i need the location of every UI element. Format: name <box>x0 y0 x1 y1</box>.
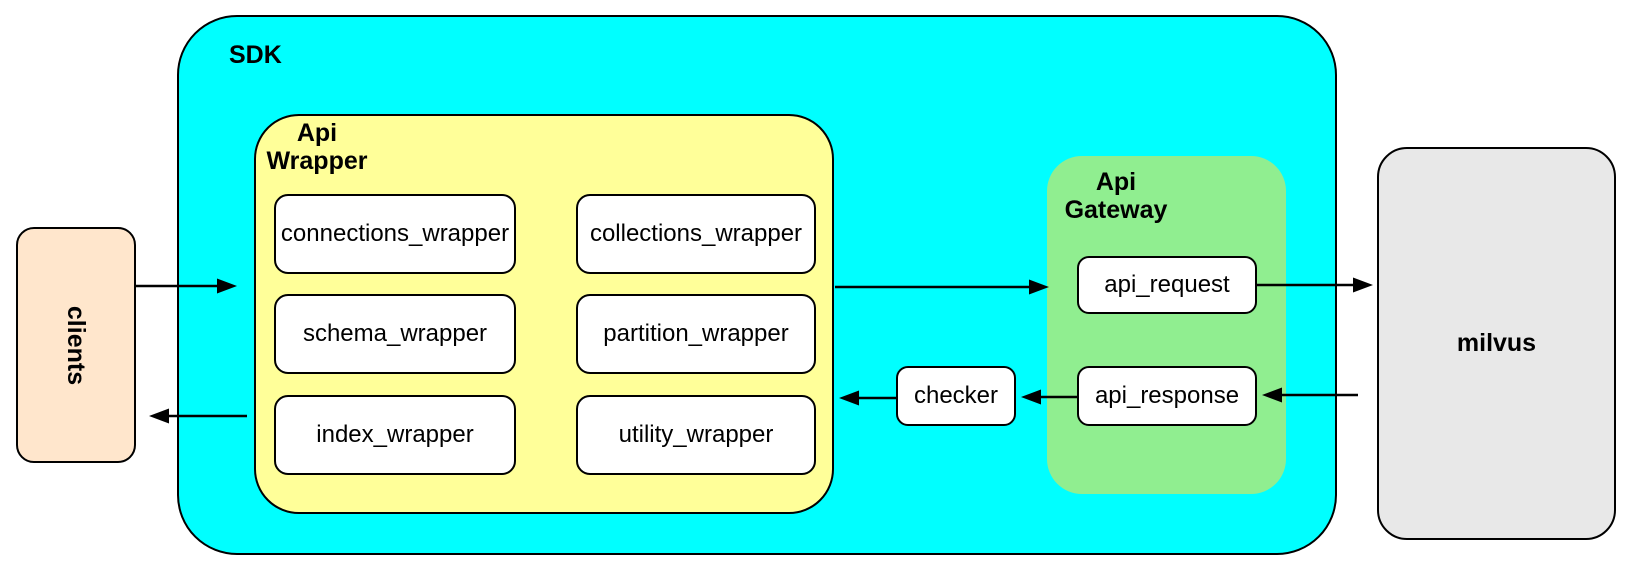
sdk-label: SDK <box>229 41 282 69</box>
checker-box: checker <box>896 366 1016 426</box>
api-request-box: api_request <box>1077 256 1257 314</box>
api-response-box: api_response <box>1077 366 1257 426</box>
api-gateway-label: Api Gateway <box>1064 168 1168 224</box>
api-gateway-container: Api Gateway api_request api_response <box>1047 156 1286 494</box>
clients-label: clients <box>62 305 91 385</box>
module-collections-wrapper: collections_wrapper <box>576 194 816 274</box>
module-partition-wrapper-label: partition_wrapper <box>603 320 789 347</box>
api-wrapper-label: Api Wrapper <box>266 119 368 175</box>
sdk-container: SDK Api Wrapper connections_wrapper coll… <box>177 15 1337 555</box>
module-schema-wrapper: schema_wrapper <box>274 294 516 374</box>
module-partition-wrapper: partition_wrapper <box>576 294 816 374</box>
checker-label: checker <box>913 382 999 409</box>
milvus-box: milvus <box>1377 147 1616 540</box>
module-index-wrapper: index_wrapper <box>274 395 516 475</box>
module-utility-wrapper-label: utility_wrapper <box>618 421 774 448</box>
milvus-label: milvus <box>1456 329 1537 357</box>
api-response-label: api_response <box>1094 382 1240 409</box>
module-connections-wrapper-label: connections_wrapper <box>280 220 510 247</box>
clients-box: clients <box>16 227 136 463</box>
module-collections-wrapper-label: collections_wrapper <box>589 220 803 247</box>
api-request-label: api_request <box>1104 271 1230 298</box>
module-index-wrapper-label: index_wrapper <box>316 421 474 448</box>
module-schema-wrapper-label: schema_wrapper <box>302 320 488 347</box>
module-utility-wrapper: utility_wrapper <box>576 395 816 475</box>
module-connections-wrapper: connections_wrapper <box>274 194 516 274</box>
api-wrapper-container: Api Wrapper connections_wrapper collecti… <box>254 114 834 514</box>
